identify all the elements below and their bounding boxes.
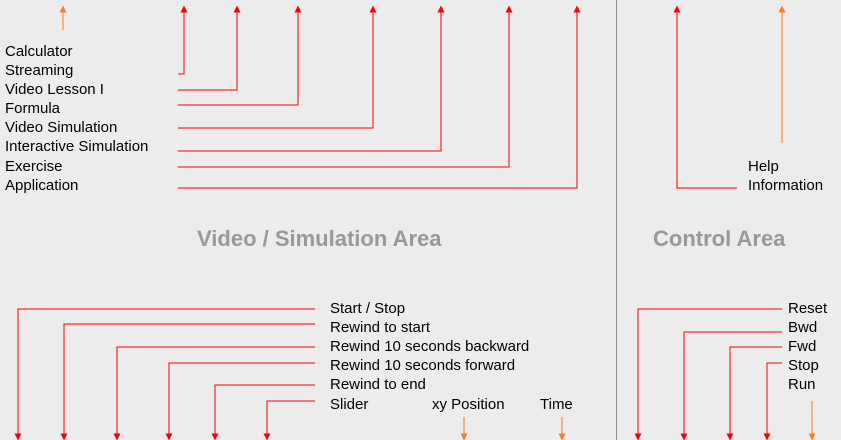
control-area-title: Control Area — [653, 226, 786, 251]
label-streaming: Streaming — [5, 62, 74, 79]
label-video-simulation: Video Simulation — [5, 119, 118, 136]
connector-interactive-simulation — [178, 5, 445, 152]
connector-bwd — [680, 331, 782, 440]
label-application: Application — [5, 177, 79, 194]
label-calculator: Calculator — [5, 43, 73, 60]
connector-rewind-start — [60, 323, 315, 440]
connector-stop — [763, 362, 782, 440]
connector-reset — [634, 308, 782, 440]
connector-video-simulation — [178, 5, 377, 129]
label-time: Time — [540, 396, 573, 413]
connector-streaming — [178, 5, 188, 75]
connector-exercise — [178, 5, 513, 168]
video-simulation-area-title: Video / Simulation Area — [197, 226, 442, 251]
label-run: Run — [788, 376, 816, 393]
label-formula: Formula — [5, 100, 61, 117]
label-rewind-forward: Rewind 10 seconds forward — [330, 357, 516, 374]
label-help: Help — [748, 158, 779, 175]
connector-formula — [178, 5, 302, 106]
label-stop: Stop — [788, 357, 819, 374]
label-interactive-simulation: Interactive Simulation — [5, 138, 149, 155]
label-xy-position: xy Position — [432, 396, 505, 413]
label-rewind-end: Rewind to end — [330, 376, 426, 393]
label-rewind-start: Rewind to start — [330, 319, 431, 336]
label-fwd: Fwd — [788, 338, 817, 355]
connector-video-lesson — [178, 5, 241, 91]
connector-information — [673, 5, 737, 189]
label-information: Information — [748, 177, 824, 194]
connector-application — [178, 5, 581, 189]
label-reset: Reset — [788, 300, 828, 317]
label-bwd: Bwd — [788, 319, 818, 336]
label-video-lesson: Video Lesson I — [5, 81, 104, 98]
label-rewind-backward: Rewind 10 seconds backward — [330, 338, 530, 355]
connector-rewind-forward — [165, 362, 315, 440]
label-slider: Slider — [330, 396, 369, 413]
label-start-stop: Start / Stop — [330, 300, 406, 317]
label-exercise: Exercise — [5, 158, 63, 175]
connector-rewind-end — [211, 384, 315, 440]
connector-fwd — [726, 346, 782, 440]
connector-rewind-backward — [113, 346, 315, 440]
connector-start-stop — [14, 308, 315, 440]
area-divider — [616, 0, 617, 440]
connector-slider — [263, 400, 315, 440]
